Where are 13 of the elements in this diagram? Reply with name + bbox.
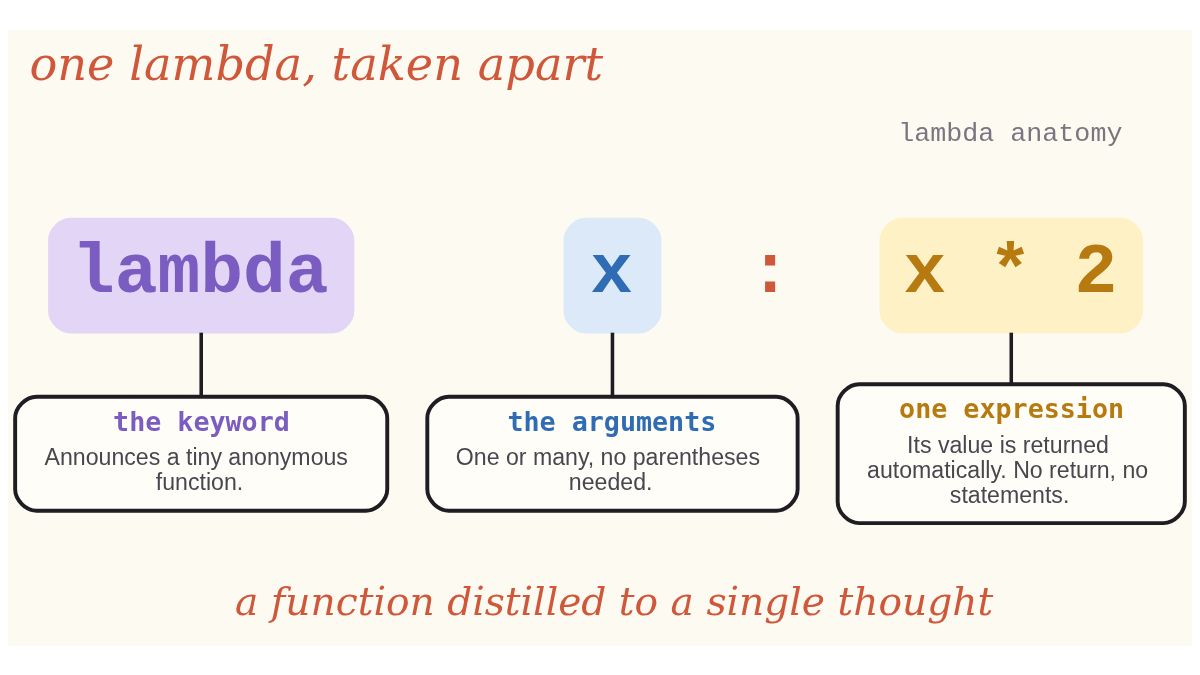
connector xyxy=(199,332,203,396)
connector xyxy=(1009,332,1014,384)
node-box: x xyxy=(563,217,662,334)
node-box: the keyword Announces a tiny anonymous function. xyxy=(13,394,390,513)
node-box: x * 2 xyxy=(879,217,1143,334)
node-box: one expression Its value is returned automatically. No return, no statements. xyxy=(835,381,1187,525)
node-box: the arguments One or many, no parentheses needed. xyxy=(425,394,800,513)
label: : xyxy=(748,232,792,313)
connector xyxy=(610,332,615,396)
diagram-title: one lambda, taken apart xyxy=(29,35,604,90)
node-box: lambda xyxy=(48,217,355,334)
label: lambda anatomy xyxy=(898,118,1123,149)
caption: a function distilled to a single thought xyxy=(235,578,994,624)
